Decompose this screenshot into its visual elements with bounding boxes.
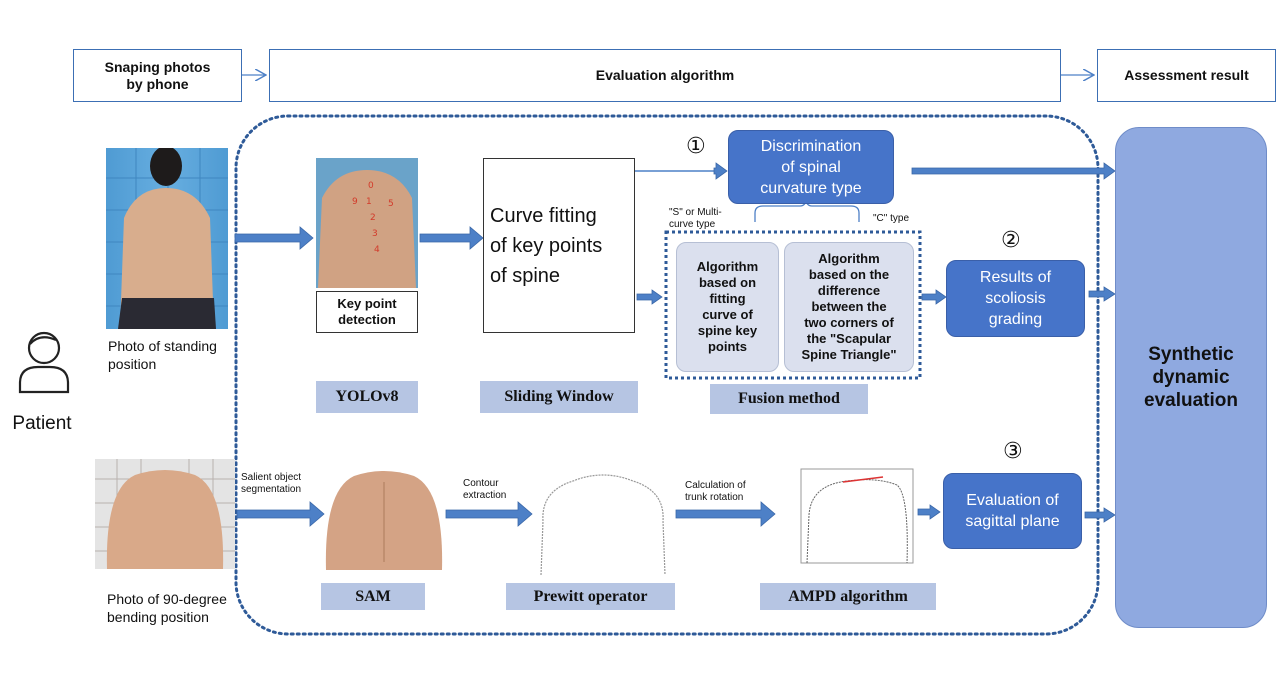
s-type-label: "S" or Multi- curve type: [669, 207, 722, 230]
svg-text:2: 2: [370, 213, 376, 223]
arrow-sagittal-synthetic: [1084, 507, 1116, 523]
grading-label: Results of scoliosis grading: [979, 269, 1052, 328]
svg-text:5: 5: [388, 199, 394, 209]
arrow-discrimination-synthetic: [911, 162, 1116, 180]
synthetic-box: Synthetic dynamic evaluation: [1115, 127, 1267, 628]
sam-tag: SAM: [321, 583, 425, 610]
step-number-1: ①: [686, 134, 706, 159]
person-icon: [18, 331, 70, 394]
phone-step-box: Snaping photos by phone: [73, 49, 242, 102]
bending-caption: Photo of 90-degree bending position: [107, 591, 227, 625]
ampd-tag: AMPD algorithm: [760, 583, 936, 610]
svg-text:1: 1: [366, 197, 372, 207]
prewitt-contour-image: [533, 461, 673, 576]
prewitt-tag: Prewitt operator: [506, 583, 675, 610]
rotation-label: Calculation of trunk rotation: [685, 480, 746, 503]
keypoint-photo: 0 1 2 3 4 9 5: [316, 158, 418, 288]
arrow-bending-sam: [236, 501, 325, 527]
ampd-plot-image: [787, 455, 919, 573]
contour-label: Contour extraction: [463, 478, 507, 501]
standing-photo: [106, 148, 228, 329]
algorithm-step-label: Evaluation algorithm: [595, 67, 735, 83]
algo-right-box: Algorithm based on the difference betwee…: [784, 242, 914, 372]
algo-left-label: Algorithm based on fitting curve of spin…: [696, 259, 759, 354]
phone-step-label: Snaping photos by phone: [104, 58, 211, 92]
fusion-tag: Fusion method: [710, 384, 868, 414]
result-step-box: Assessment result: [1097, 49, 1276, 102]
curve-fitting-label: Curve fitting of key points of spine: [490, 204, 603, 287]
algo-left-box: Algorithm based on fitting curve of spin…: [676, 242, 779, 372]
algorithm-step-box: Evaluation algorithm: [269, 49, 1061, 102]
arrow-grading-synthetic: [1088, 286, 1116, 302]
arrow-photo-keypoint: [234, 226, 314, 250]
arrow-keypoint-curve: [419, 226, 484, 250]
arrow-ampd-sagittal: [917, 504, 941, 520]
fusion-frame: [664, 230, 922, 380]
arrow-curve-fusion: [636, 289, 663, 305]
arrow-prewitt-ampd: [675, 501, 776, 527]
standing-caption: Photo of standing position: [108, 338, 217, 372]
algorithm-frame: [234, 114, 1100, 636]
curve-fitting-box: Curve fitting of key points of spine: [483, 158, 635, 333]
result-step-label: Assessment result: [1124, 67, 1249, 83]
arrow-to-discrimination: [713, 162, 728, 180]
bending-photo: [95, 459, 235, 569]
step-number-3: ③: [1003, 439, 1023, 464]
sliding-window-tag: Sliding Window: [480, 381, 638, 413]
svg-text:3: 3: [372, 229, 378, 239]
patient-label: Patient: [12, 413, 72, 434]
svg-text:9: 9: [352, 197, 358, 207]
keypoint-label: Key point detection: [337, 296, 397, 327]
discrimination-box: Discrimination of spinal curvature type: [728, 130, 894, 204]
svg-text:0: 0: [368, 181, 374, 191]
sagittal-label: Evaluation of sagittal plane: [965, 492, 1060, 530]
keypoint-label-box: Key point detection: [316, 291, 418, 333]
svg-text:4: 4: [374, 245, 380, 255]
sagittal-box: Evaluation of sagittal plane: [943, 473, 1082, 549]
algo-right-label: Algorithm based on the difference betwee…: [801, 251, 897, 362]
arrow-fusion-grading: [921, 289, 947, 305]
sam-segment-image: [320, 462, 448, 570]
segmentation-label: Salient object segmentation: [241, 472, 302, 495]
grading-box: Results of scoliosis grading: [946, 260, 1085, 337]
arrow-sam-prewitt: [445, 501, 533, 527]
synthetic-label: Synthetic dynamic evaluation: [1144, 344, 1238, 411]
step-number-2: ②: [1001, 228, 1021, 253]
c-type-label: "C" type: [873, 213, 910, 224]
discrimination-label: Discrimination of spinal curvature type: [760, 137, 862, 197]
yolo-tag: YOLOv8: [316, 381, 418, 413]
